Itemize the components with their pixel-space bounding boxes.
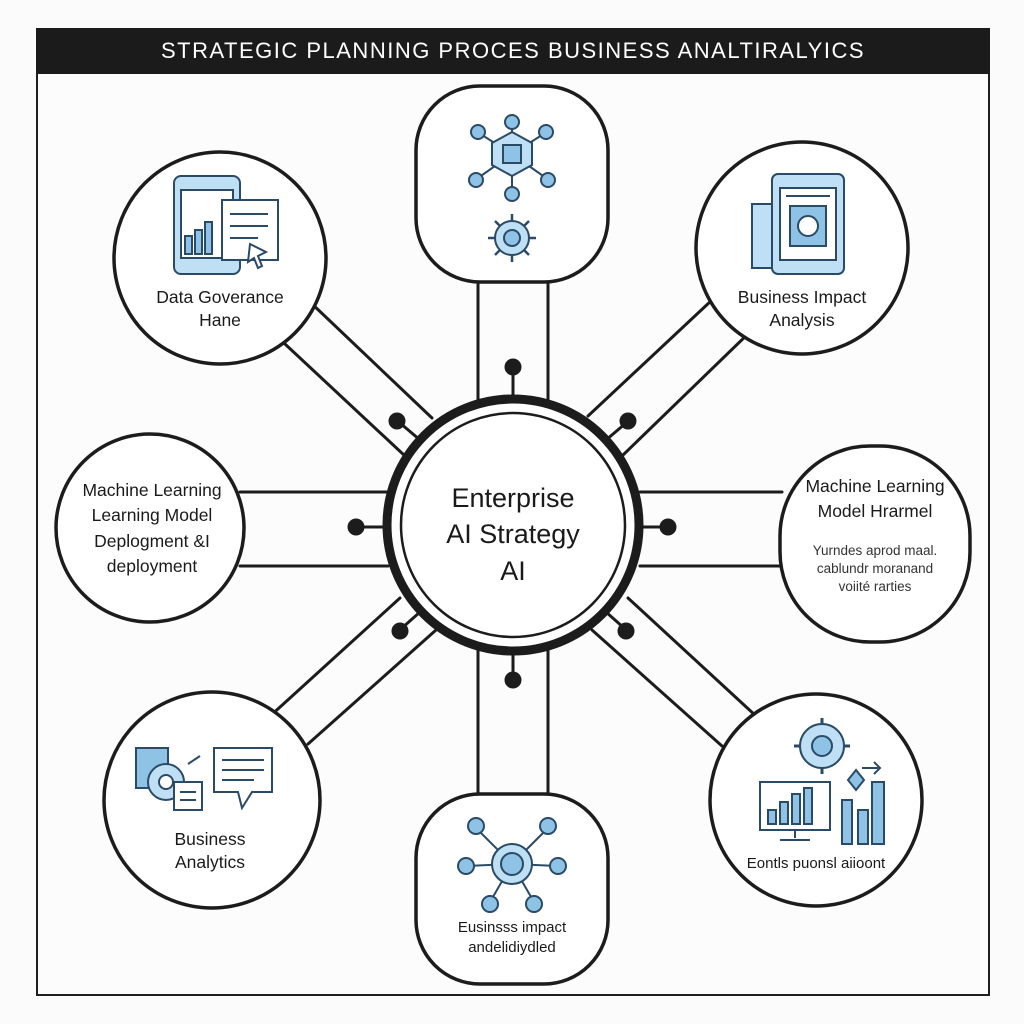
node-bottom-left-line-2: Analytics: [174, 851, 246, 872]
gear-chat-document-icon: [135, 747, 273, 811]
node-left-line-4: deployment: [106, 556, 198, 577]
node-bottom-left-line-1: Business: [174, 829, 246, 849]
connector-top-right-inner: [586, 298, 714, 418]
hub-label-line-3: AI: [500, 555, 526, 586]
hub-label-line-2: AI Strategy: [446, 519, 580, 550]
connector-bottom-left-outer: [266, 596, 402, 720]
node-bottom-left-label: Business Analytics: [120, 828, 300, 874]
node-bottom-label: Eusinsss impact andelidiydled: [424, 918, 600, 957]
connector-top-left-inner: [308, 300, 434, 420]
connector-bottom-right-inner: [590, 628, 724, 748]
network-molecule-icon: [457, 817, 567, 913]
node-top-left-line-1: Data Goverance: [156, 287, 284, 307]
network-hub-gear-icon: [468, 114, 556, 262]
node-right-line-1: Machine Learning: [805, 476, 945, 496]
tablet-document-icon: [751, 173, 845, 275]
diagram-title: STRATEGIC PLANNING PROCES BUSINESS ANALT…: [36, 28, 990, 74]
connector-top-right-outer: [620, 328, 754, 458]
tablet-chart-document-icon: [173, 175, 279, 275]
node-bottom-left-circle: [102, 690, 322, 910]
node-top-right-line-1: Business Impact: [737, 287, 867, 307]
node-left-line-2: Learning Model: [91, 505, 213, 526]
hub-label-line-1: Enterprise: [451, 483, 575, 513]
node-bottom-right-label: Eontls puonsl aiioont: [736, 854, 896, 874]
hub-label: Enterprise AI Strategy AI: [413, 480, 613, 589]
node-right-subline-1: Yurndes aprod maal.: [812, 543, 938, 558]
gear-monitor-bar-chart-icon: [759, 718, 885, 845]
node-right-label: Machine Learning Model Hrarmel: [786, 474, 964, 525]
node-bottom-box: [414, 792, 610, 986]
node-top-left-line-2: Hane: [199, 309, 241, 330]
node-bottom-line-2: andelidiydled: [468, 938, 556, 956]
node-right-sublabel: Yurndes aprod maal. cablundr moranand vo…: [786, 542, 964, 597]
node-left-line-1: Machine Learning: [82, 480, 222, 500]
node-top-left-label: Data Goverance Hane: [130, 286, 310, 332]
hub-inner-ring: [399, 411, 627, 639]
node-right-subline-3: voiité rarties: [838, 579, 912, 595]
connector-bottom-right-outer: [626, 596, 758, 718]
node-top-right-label: Business Impact Analysis: [712, 286, 892, 332]
node-right-box: [778, 444, 972, 644]
node-bottom-line-1: Eusinsss impact: [457, 919, 567, 936]
node-bottom-right-line-1: Eontls puonsl aiioont: [746, 855, 886, 872]
hub-pins: [347, 358, 677, 689]
connector-top-left-outer: [268, 328, 407, 458]
connector-bottom-left-inner: [306, 628, 438, 746]
node-right-line-2: Model Hrarmel: [817, 501, 933, 522]
node-right-subline-2: cablundr moranand: [816, 561, 934, 577]
node-left-line-3: Deplogment &I: [94, 530, 210, 551]
node-left-circle: [54, 432, 246, 624]
node-top-right-line-2: Analysis: [769, 309, 835, 330]
node-left-label: Machine Learning Learning Model Deplogme…: [62, 478, 242, 580]
